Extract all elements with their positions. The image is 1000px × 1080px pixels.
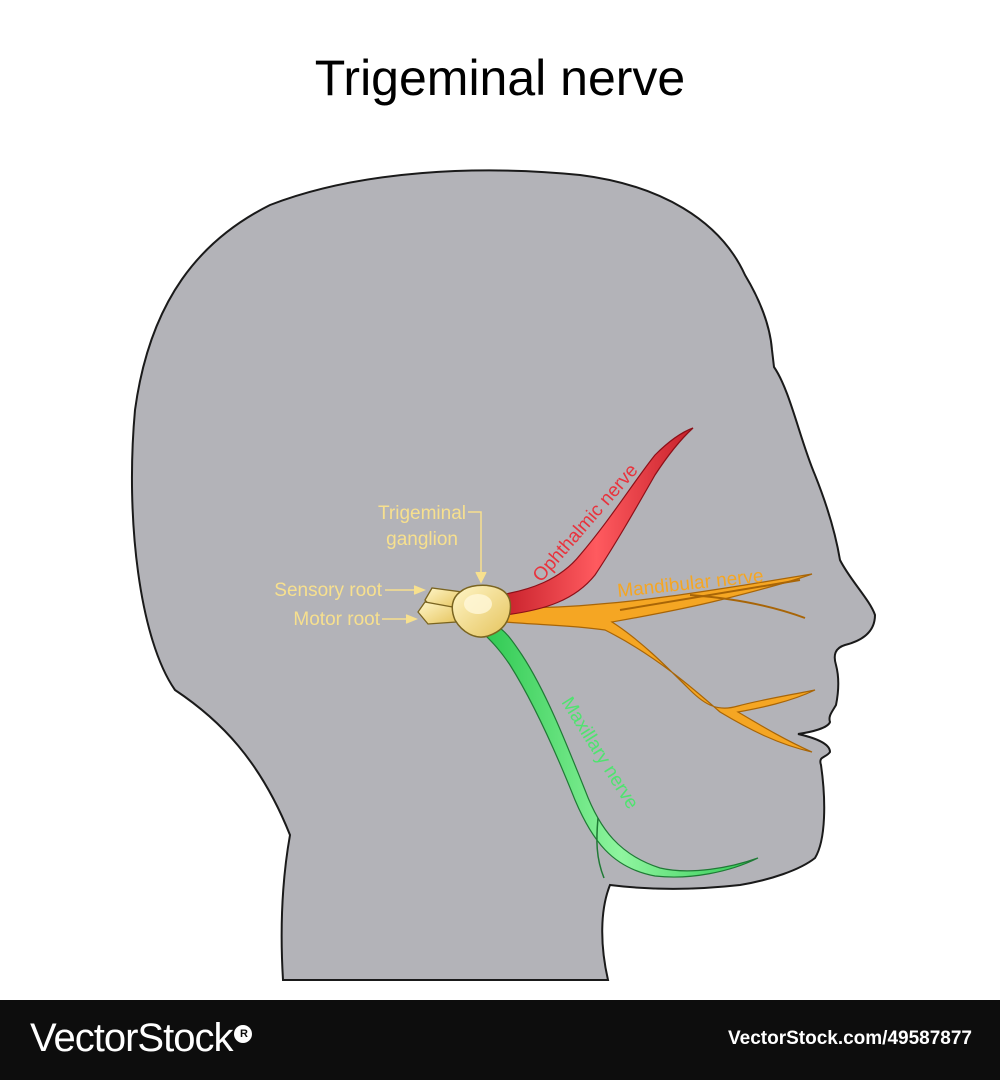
label-motor-root: Motor root bbox=[293, 609, 380, 630]
label-trigeminal-ganglion-line2: ganglion bbox=[386, 529, 458, 550]
maxillary-nerve bbox=[484, 624, 759, 878]
motor-root-leader bbox=[382, 614, 419, 624]
image-credit: VectorStock.com/49587877 bbox=[728, 1028, 972, 1049]
logo-text: VectorStock bbox=[30, 1016, 233, 1060]
head-silhouette bbox=[130, 169, 877, 981]
sensory-root-leader bbox=[385, 585, 427, 595]
maxillary-branch bbox=[596, 817, 605, 879]
trigeminal-diagram: Trigeminal nerve Trigeminal ganglion Sen… bbox=[130, 50, 877, 981]
diagram-canvas: Trigeminal nerve Trigeminal ganglion Sen… bbox=[130, 50, 877, 981]
ganglion-highlight bbox=[464, 594, 492, 614]
mandibular-nerve bbox=[504, 573, 816, 753]
label-trigeminal-ganglion-line1: Trigeminal bbox=[378, 503, 466, 524]
label-sensory-root: Sensory root bbox=[274, 580, 382, 601]
mandibular-branch-mid bbox=[619, 579, 801, 611]
registered-mark-icon: R bbox=[234, 1024, 253, 1043]
ganglion-leader bbox=[468, 511, 487, 584]
ophthalmic-nerve bbox=[499, 427, 694, 616]
diagram-title: Trigeminal nerve bbox=[315, 50, 686, 106]
